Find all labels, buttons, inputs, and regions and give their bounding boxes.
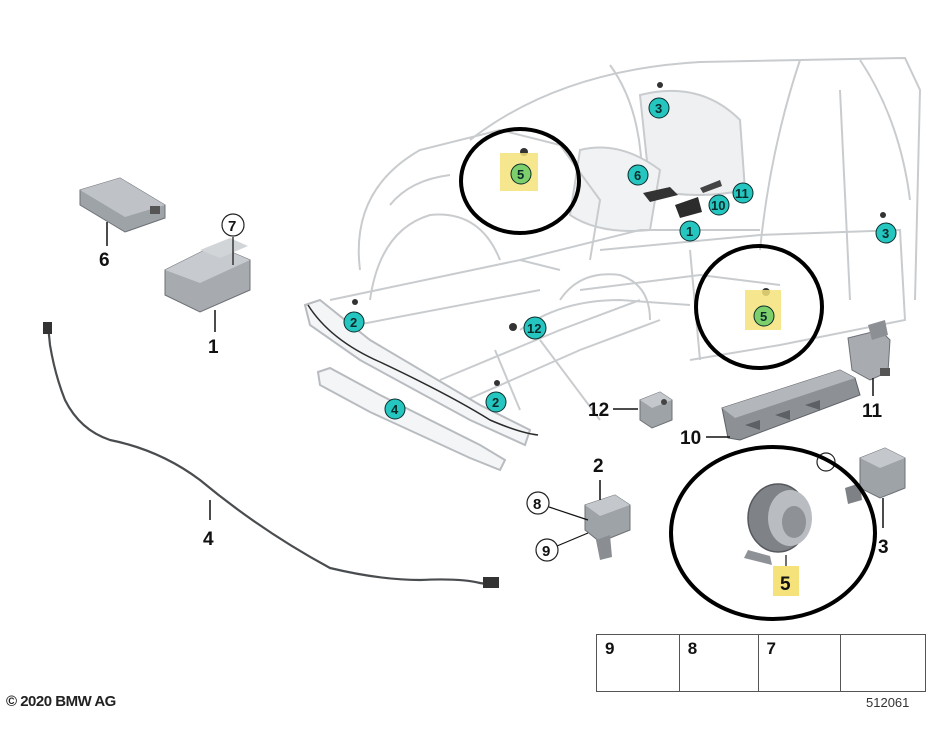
callout-7: 7 xyxy=(228,218,236,235)
callout-8-circle xyxy=(526,491,550,515)
sensor-cable-4 xyxy=(46,324,494,587)
legend-cell-8: 8 xyxy=(680,635,759,691)
callout-3: 3 xyxy=(878,537,889,558)
sensor-3 xyxy=(845,447,906,504)
callout-3-right: 3 xyxy=(882,226,889,241)
callout-2: 2 xyxy=(593,456,604,477)
callout-1: 1 xyxy=(208,337,219,358)
sensor-2 xyxy=(584,494,631,560)
control-unit-6 xyxy=(79,177,166,233)
crash-module-1 xyxy=(164,238,251,313)
callout-3-top: 3 xyxy=(655,101,662,116)
callout-11: 11 xyxy=(862,401,883,422)
teal-callouts: 3 6 11 10 1 3 2 12 4 2 xyxy=(343,97,897,420)
callout-12: 12 xyxy=(588,400,609,421)
car-body-frame xyxy=(329,56,922,421)
highlight-5-part xyxy=(773,566,799,596)
leader-8 xyxy=(548,506,589,521)
cable-connector-right xyxy=(483,577,499,588)
sensor-12 xyxy=(639,391,673,429)
bumper-wire xyxy=(307,304,539,436)
callout-10-car: 10 xyxy=(711,198,725,213)
callout-11-car: 11 xyxy=(735,186,749,201)
bracket-11 xyxy=(847,320,891,381)
legend-label-8: 8 xyxy=(687,639,698,658)
trim-10 xyxy=(721,369,861,441)
callout-7-circle xyxy=(221,213,245,237)
callout-5-top-circle xyxy=(510,163,532,185)
annotation-circle-top xyxy=(459,127,581,235)
cable-connector-left xyxy=(43,322,52,334)
legend-label-9: 9 xyxy=(605,639,615,658)
legend-cell-7: 7 xyxy=(759,635,842,691)
legend-cell-arrow xyxy=(841,635,925,691)
callout-10: 10 xyxy=(680,428,701,449)
annotation-circle-pillar xyxy=(694,244,824,370)
callout-5-top: 5 xyxy=(517,167,524,182)
callout-1-car: 1 xyxy=(686,224,693,239)
leader-9 xyxy=(556,532,589,547)
callout-2-front: 2 xyxy=(492,395,499,410)
callout-9: 9 xyxy=(542,543,550,560)
callout-4: 4 xyxy=(203,529,214,550)
callout-2-left: 2 xyxy=(350,315,357,330)
copyright-text: © 2020 BMW AG xyxy=(6,693,116,710)
small-parts-legend: 9 8 7 xyxy=(596,634,926,692)
callout-12-car: 12 xyxy=(527,321,541,336)
callout-6: 6 xyxy=(99,250,110,271)
callout-8: 8 xyxy=(533,496,541,513)
callout-5: 5 xyxy=(780,574,791,595)
callout-5-pillar: 5 xyxy=(760,309,767,324)
legend-label-7: 7 xyxy=(766,639,776,658)
legend-cell-9: 9 xyxy=(597,635,680,691)
callout-9-circle xyxy=(535,538,559,562)
diagram-reference-number: 512061 xyxy=(866,695,910,710)
callout-6-car: 6 xyxy=(634,168,641,183)
callout-5-pillar-circle xyxy=(753,305,775,327)
callout-4-car: 4 xyxy=(391,402,399,417)
grommet-5 xyxy=(744,483,812,565)
annotation-circle-part5 xyxy=(669,445,877,621)
